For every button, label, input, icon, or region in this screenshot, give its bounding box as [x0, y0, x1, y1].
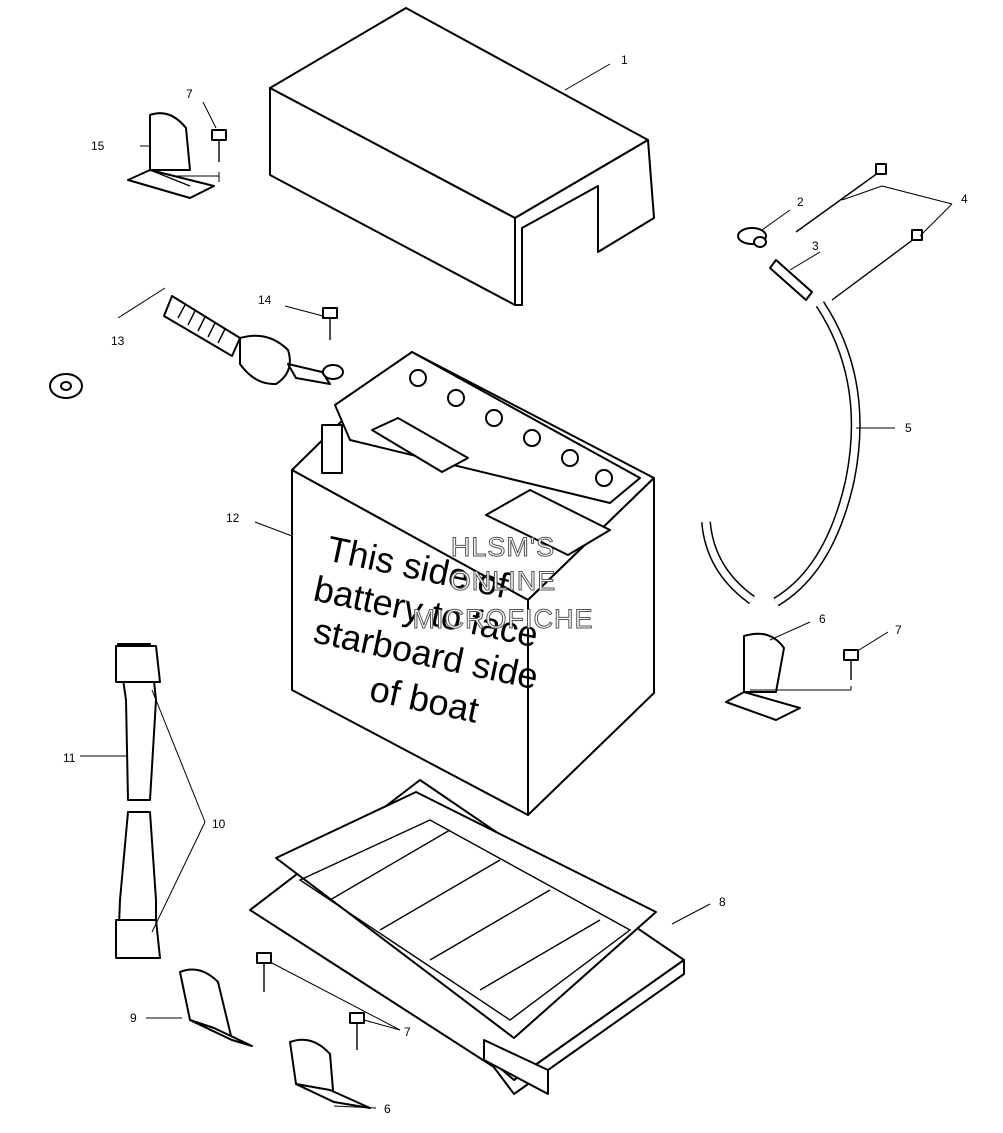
callout-6-right: 6 — [819, 612, 826, 626]
callout-3: 3 — [812, 239, 819, 253]
watermark-line-3: MICROFICHE — [413, 604, 594, 634]
vent-fitting-2 — [737, 227, 767, 248]
vent-elbow-3 — [769, 259, 813, 301]
watermark: HLSM'S ONLINE MICROFICHE — [412, 532, 594, 635]
callout-8: 8 — [719, 895, 726, 909]
callout-4: 4 — [961, 192, 968, 206]
callout-12: 12 — [226, 511, 240, 525]
bracket-15 — [127, 112, 215, 199]
cable-ties-4 — [795, 163, 923, 301]
callout-7-right: 7 — [895, 623, 902, 637]
vent-hose-5 — [701, 301, 861, 607]
battery-12: This side of battery to face starboard s… — [291, 351, 655, 816]
callout-5: 5 — [905, 421, 912, 435]
bolt-14 — [322, 307, 338, 340]
callout-9: 9 — [130, 1011, 137, 1025]
battery-cable-13 — [20, 278, 344, 399]
callout-1: 1 — [621, 53, 628, 67]
leader-lines — [80, 63, 953, 1109]
callout-6-lower: 6 — [384, 1102, 391, 1116]
callout-7-lower: 7 — [404, 1025, 411, 1039]
watermark-line-2: ONLINE — [450, 566, 557, 596]
callouts: 1 7 15 2 4 3 14 13 5 12 6 7 11 10 8 9 7 … — [63, 53, 968, 1116]
callout-14: 14 — [258, 293, 272, 307]
bracket-6-lower — [289, 1038, 371, 1109]
watermark-line-1: HLSM'S — [451, 532, 555, 562]
bracket-9 — [179, 968, 253, 1047]
callout-11: 11 — [63, 751, 76, 765]
bracket-6-right — [725, 632, 801, 721]
bolt-7-right — [750, 649, 859, 691]
battery-tray-8 — [249, 779, 685, 1095]
bolt-7-lower — [256, 952, 365, 1050]
callout-7-top: 7 — [186, 87, 193, 101]
callout-13: 13 — [111, 334, 125, 348]
callout-2: 2 — [797, 195, 804, 209]
callout-15: 15 — [91, 139, 105, 153]
strap-11 — [115, 643, 161, 959]
battery-cover — [269, 7, 655, 306]
bolt-7-top — [175, 129, 227, 182]
callout-10: 10 — [212, 817, 226, 831]
